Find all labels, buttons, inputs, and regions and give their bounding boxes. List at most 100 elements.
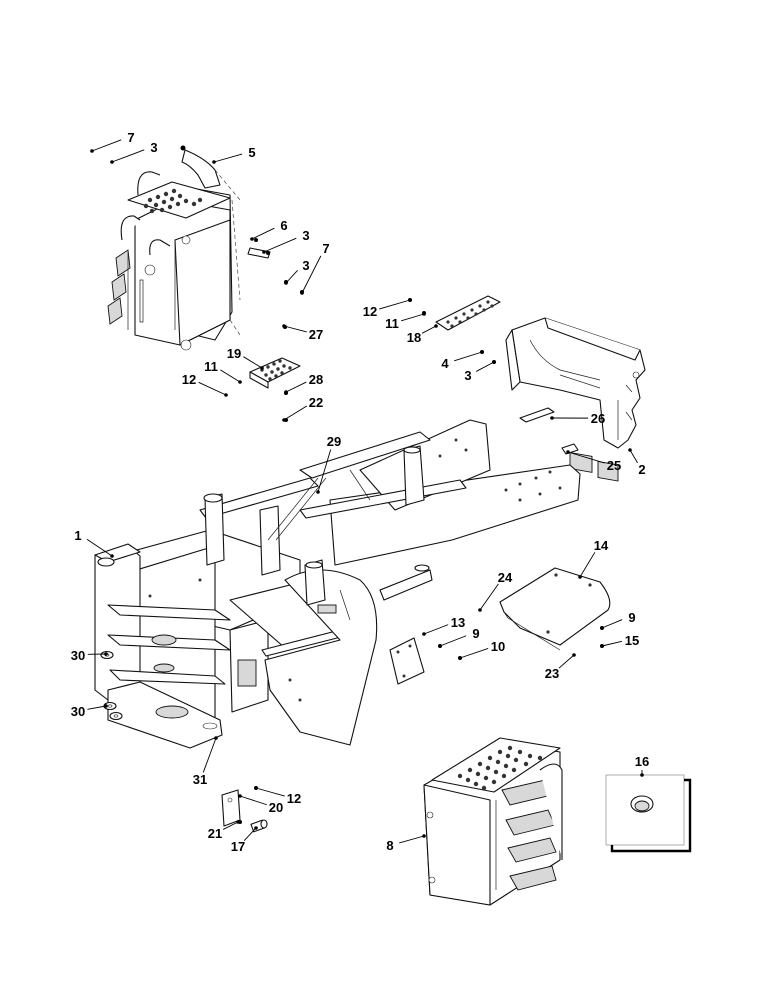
callout-label: 26 bbox=[591, 411, 605, 426]
leader-arrow bbox=[284, 281, 288, 285]
step-box-upper bbox=[107, 149, 241, 351]
callout-11: 11 bbox=[204, 359, 242, 384]
callout-18: 18 bbox=[407, 324, 438, 345]
leader-arrow bbox=[238, 794, 242, 798]
step-box-lower bbox=[423, 737, 563, 906]
leader-line bbox=[317, 449, 332, 493]
small-plate-13 bbox=[389, 637, 425, 685]
leader-arrow bbox=[458, 656, 462, 660]
washers-30 bbox=[100, 650, 123, 721]
callout-label: 12 bbox=[363, 304, 377, 319]
leader-arrow bbox=[422, 312, 426, 316]
callout-label: 30 bbox=[71, 648, 85, 663]
callout-28: 28 bbox=[284, 372, 323, 394]
callout-label: 11 bbox=[204, 359, 218, 374]
callout-5: 5 bbox=[212, 145, 256, 164]
callout-11: 11 bbox=[385, 312, 426, 331]
callout-label: 16 bbox=[635, 754, 649, 769]
callout-label: 7 bbox=[322, 241, 329, 256]
leader-line bbox=[423, 624, 449, 635]
callout-label: 9 bbox=[628, 610, 635, 625]
callout-label: 20 bbox=[269, 800, 283, 815]
leader-line bbox=[439, 635, 467, 647]
callout-12: 12 bbox=[363, 298, 412, 319]
callout-label: 4 bbox=[441, 356, 449, 371]
callout-19: 19 bbox=[227, 346, 264, 370]
callout-label: 12 bbox=[182, 372, 196, 387]
leader-arrow bbox=[478, 608, 482, 612]
leader-arrow bbox=[578, 575, 582, 579]
rear-counterweight bbox=[505, 317, 646, 482]
callout-30: 30 bbox=[71, 648, 108, 663]
callout-3: 3 bbox=[284, 258, 310, 285]
block-25 bbox=[561, 443, 579, 455]
leader-line bbox=[202, 737, 217, 773]
leader-arrow bbox=[90, 149, 94, 153]
leader-line bbox=[251, 227, 275, 240]
callout-9: 9 bbox=[438, 626, 480, 648]
leader-line bbox=[476, 361, 495, 372]
callout-label: 21 bbox=[208, 826, 222, 841]
callout-20: 20 bbox=[238, 794, 283, 815]
callout-label: 6 bbox=[280, 218, 287, 233]
callout-label: 3 bbox=[464, 368, 471, 383]
callout-13: 13 bbox=[422, 615, 465, 636]
pin-17 bbox=[250, 819, 268, 833]
callout-label: 8 bbox=[386, 838, 393, 853]
callout-label: 27 bbox=[309, 327, 323, 342]
callout-3: 3 bbox=[110, 140, 158, 164]
callout-12: 12 bbox=[182, 372, 228, 397]
leader-line bbox=[479, 583, 499, 611]
leader-line bbox=[86, 539, 113, 557]
callout-8: 8 bbox=[386, 834, 426, 853]
callout-26: 26 bbox=[550, 411, 605, 426]
leader-line bbox=[579, 552, 596, 578]
callout-30: 30 bbox=[71, 704, 108, 719]
leader-line bbox=[220, 369, 241, 383]
leader-line bbox=[567, 451, 605, 464]
callout-label: 3 bbox=[302, 228, 309, 243]
callout-12: 12 bbox=[254, 786, 301, 806]
leader-line bbox=[285, 270, 298, 284]
callout-label: 17 bbox=[231, 839, 245, 854]
callout-2: 2 bbox=[628, 448, 646, 477]
leader-line bbox=[283, 405, 307, 421]
step-plate-18 bbox=[435, 295, 501, 331]
callout-6: 6 bbox=[250, 218, 288, 241]
callout-7: 7 bbox=[90, 130, 135, 153]
callout-10: 10 bbox=[458, 639, 505, 660]
step-plate-19 bbox=[249, 357, 301, 389]
leader-line bbox=[629, 449, 638, 464]
callout-label: 1 bbox=[74, 528, 81, 543]
leader-arrow bbox=[254, 786, 258, 790]
leader-arrow bbox=[212, 160, 216, 164]
leader-arrow bbox=[480, 350, 484, 354]
callout-31: 31 bbox=[193, 736, 218, 787]
callout-label: 18 bbox=[407, 330, 421, 345]
callout-label: 24 bbox=[498, 570, 513, 585]
leader-arrow bbox=[110, 554, 114, 558]
leader-arrow bbox=[550, 416, 554, 420]
callout-label: 30 bbox=[71, 704, 85, 719]
leader-line bbox=[401, 313, 425, 322]
leader-line bbox=[198, 381, 227, 396]
leader-line bbox=[558, 654, 575, 669]
leader-line bbox=[601, 640, 623, 647]
callout-label: 5 bbox=[248, 145, 255, 160]
leader-arrow bbox=[284, 390, 288, 394]
leader-arrow bbox=[262, 250, 266, 254]
leader-line bbox=[283, 325, 307, 333]
callout-label: 7 bbox=[127, 130, 134, 145]
leader-line bbox=[601, 619, 623, 629]
callout-label: 3 bbox=[302, 258, 309, 273]
leader-arrow bbox=[238, 380, 242, 384]
leader-arrow bbox=[434, 324, 438, 328]
callout-16: 16 bbox=[635, 754, 649, 777]
cover-plate bbox=[499, 567, 611, 651]
leader-arrow bbox=[408, 298, 412, 302]
callout-label: 13 bbox=[451, 615, 465, 630]
callout-label: 2 bbox=[638, 462, 645, 477]
callout-label: 11 bbox=[385, 316, 399, 331]
leader-arrow bbox=[236, 820, 240, 824]
